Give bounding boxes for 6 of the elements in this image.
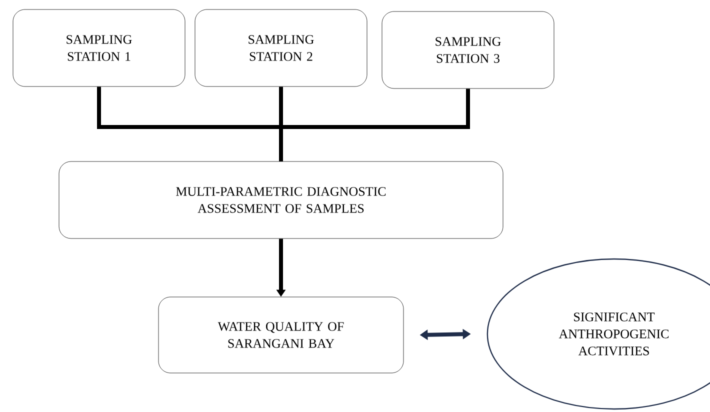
process-box: MULTI-PARAMETRIC DIAGNOSTIC ASSESSMENT OF SAMPLES — [58, 161, 504, 239]
connector-line — [279, 88, 470, 162]
process-box: WATER QUALITY OF SARANGANI BAY — [158, 296, 404, 374]
process-box: SAMPLING STATION 2 — [194, 9, 368, 87]
process-box: SAMPLING STATION 1 — [12, 9, 186, 87]
process-box: SAMPLING STATION 3 — [382, 11, 554, 89]
